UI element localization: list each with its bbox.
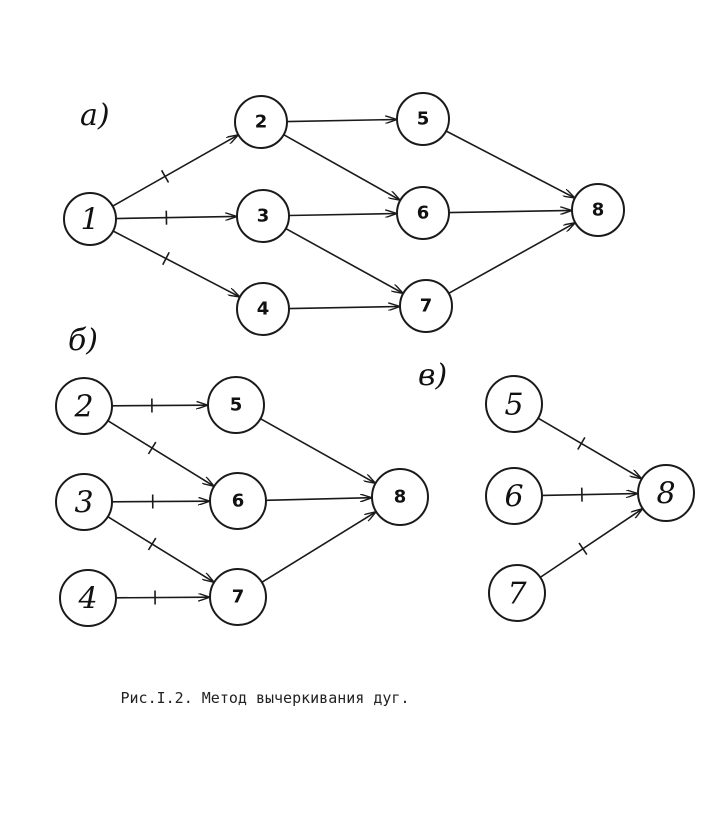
node-circle xyxy=(396,186,450,240)
edge-2-5 xyxy=(111,405,207,406)
edge-7-8 xyxy=(539,509,642,579)
node-circle xyxy=(396,92,450,146)
node-label: 8 xyxy=(592,200,605,221)
node-7: 7 xyxy=(209,568,267,626)
node-circle xyxy=(236,189,290,243)
cross-mark-5-8 xyxy=(577,436,586,450)
node-label: 7 xyxy=(232,587,245,608)
node-2: 2 xyxy=(234,95,288,149)
node-5: 5 xyxy=(396,92,450,146)
edge-4-7 xyxy=(288,306,399,308)
node-label: 8 xyxy=(394,487,407,508)
cross-mark-3-7 xyxy=(147,537,157,551)
node-circle xyxy=(399,279,453,333)
node-5: 5 xyxy=(207,376,265,434)
node-circle xyxy=(207,376,265,434)
edge-2-5 xyxy=(286,119,396,121)
edge-1-4 xyxy=(112,230,239,297)
edge-3-7 xyxy=(107,516,213,582)
panel-label: а) xyxy=(80,98,110,133)
edge-2-6 xyxy=(107,420,213,486)
node-label: 6 xyxy=(504,480,523,515)
node-circle xyxy=(371,468,429,526)
node-circle xyxy=(209,568,267,626)
node-circle xyxy=(637,464,695,522)
edge-6-8 xyxy=(448,210,571,212)
panel-label: б) xyxy=(68,323,98,358)
edge-5-8 xyxy=(537,417,641,478)
cross-mark-1-4 xyxy=(162,251,170,266)
node-7: 7 xyxy=(488,564,546,622)
node-circle xyxy=(488,564,546,622)
node-6: 6 xyxy=(485,467,543,525)
node-4: 4 xyxy=(236,282,290,336)
node-6: 6 xyxy=(396,186,450,240)
node-label: 5 xyxy=(230,395,243,416)
node-label: 1 xyxy=(80,203,99,238)
node-label: 2 xyxy=(255,112,268,133)
node-label: 7 xyxy=(420,296,433,317)
node-label: 5 xyxy=(504,388,523,423)
edge-7-8 xyxy=(261,512,375,583)
edge-7-8 xyxy=(448,223,575,295)
node-circle xyxy=(485,467,543,525)
node-circle xyxy=(236,282,290,336)
cross-mark-1-2 xyxy=(160,169,170,183)
edge-3-7 xyxy=(285,227,403,293)
edge-5-8 xyxy=(445,130,574,198)
node-circle xyxy=(55,473,113,531)
node-3: 3 xyxy=(55,473,113,531)
node-label: 4 xyxy=(77,582,97,617)
node-7: 7 xyxy=(399,279,453,333)
node-2: 2 xyxy=(55,377,113,435)
node-label: 8 xyxy=(656,477,675,512)
node-label: 3 xyxy=(257,206,270,227)
edge-5-8 xyxy=(260,418,374,483)
node-circle xyxy=(63,192,117,246)
edge-3-6 xyxy=(288,214,396,216)
edge-1-2 xyxy=(112,135,238,207)
edge-1-3 xyxy=(115,216,236,218)
node-3: 3 xyxy=(236,189,290,243)
panel-label: в) xyxy=(418,358,447,393)
edge-6-8 xyxy=(265,498,371,501)
node-circle xyxy=(571,183,625,237)
cross-mark-2-6 xyxy=(147,441,157,455)
node-label: 5 xyxy=(417,109,430,130)
node-6: 6 xyxy=(209,472,267,530)
edge-4-7 xyxy=(115,597,209,598)
node-circle xyxy=(59,569,117,627)
node-circle xyxy=(55,377,113,435)
node-label: 6 xyxy=(232,491,245,512)
node-label: 6 xyxy=(417,203,430,224)
node-8: 8 xyxy=(371,468,429,526)
node-circle xyxy=(485,375,543,433)
node-label: 2 xyxy=(73,390,93,425)
edge-6-8 xyxy=(541,494,637,496)
node-circle xyxy=(234,95,288,149)
figure-caption: Рис.I.2. Метод вычеркивания дуг. xyxy=(120,689,410,707)
node-8: 8 xyxy=(571,183,625,237)
node-circle xyxy=(209,472,267,530)
node-label: 7 xyxy=(507,577,527,612)
node-1: 1 xyxy=(63,192,117,246)
node-5: 5 xyxy=(485,375,543,433)
node-label: 4 xyxy=(257,299,270,320)
edge-3-6 xyxy=(111,501,209,502)
node-8: 8 xyxy=(637,464,695,522)
cross-mark-7-8 xyxy=(578,542,588,555)
node-4: 4 xyxy=(59,569,117,627)
edge-2-6 xyxy=(283,134,400,200)
node-label: 3 xyxy=(74,486,93,521)
